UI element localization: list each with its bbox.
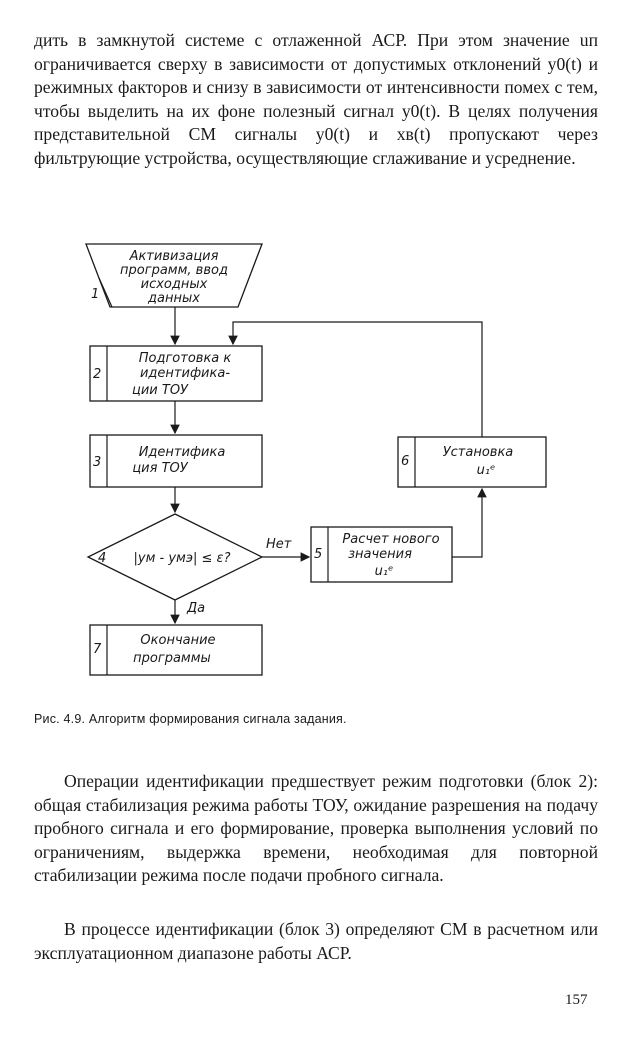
operations-paragraph: Операции идентификации предшествует режи… [34,770,598,888]
block-5-calculation: 5 Расчет нового значения u₁ᵉ [310,526,453,583]
block-2-line-1: Подготовка к [139,351,232,366]
page-number: 157 [565,992,588,1008]
block-1-line-2: программ, ввод [120,263,228,278]
block-7-number: 7 [93,642,102,657]
label-yes: Да [186,601,205,616]
block-1-line-4: данных [147,291,200,306]
flowchart: 1 Активизация программ, ввод исходных да… [85,243,547,676]
block-7-end: 7 Окончание программы [89,624,263,676]
block-3-number: 3 [93,455,101,470]
block-6-number: 6 [401,454,409,469]
block-5-line-3: u₁ᵉ [375,564,394,579]
process-text: В процессе идентификации (блок 3) опреде… [34,919,598,963]
block-5-line-2: значения [348,547,412,562]
figure-caption: Рис. 4.9. Алгоритм формирования сигнала … [34,712,347,726]
block-3-line-2: ция ТОУ [132,461,188,476]
label-no: Нет [266,537,292,552]
block-4-number: 4 [98,551,106,566]
block-2-preparation: 2 Подготовка к идентифика- ции ТОУ [89,345,263,402]
block-1-line-3: исходных [141,277,208,292]
block-6-line-2: u₁ᵉ [477,463,496,478]
block-1-line-1: Активизация [129,249,219,264]
intro-paragraph: дить в замкнутой системе с отлаженной АС… [34,30,598,168]
block-2-number: 2 [93,367,101,382]
block-1-number: 1 [91,287,99,302]
block-4-condition: |yм - yмэ| ≤ ε? [134,551,231,566]
connectors [170,307,487,625]
block-3-line-1: Идентифика [139,445,226,460]
block-2-line-2: идентифика- [140,366,230,381]
block-7-line-1: Окончание [140,633,215,648]
block-7-line-2: программы [133,651,211,666]
block-1-start: 1 Активизация программ, ввод исходных да… [85,243,263,308]
block-2-line-3: ции ТОУ [132,383,189,398]
block-5-number: 5 [314,547,322,562]
block-6-line-1: Установка [443,445,514,460]
block-6-setting: 6 Установка u₁ᵉ [397,436,547,488]
block-5-line-1: Расчет нового [342,532,439,547]
process-paragraph: В процессе идентификации (блок 3) опреде… [34,918,598,965]
block-3-identification: 3 Идентифика ция ТОУ [89,434,263,488]
block-4-decision: 4 |yм - yмэ| ≤ ε? [86,513,264,601]
operations-text: Операции идентификации предшествует режи… [34,771,598,886]
